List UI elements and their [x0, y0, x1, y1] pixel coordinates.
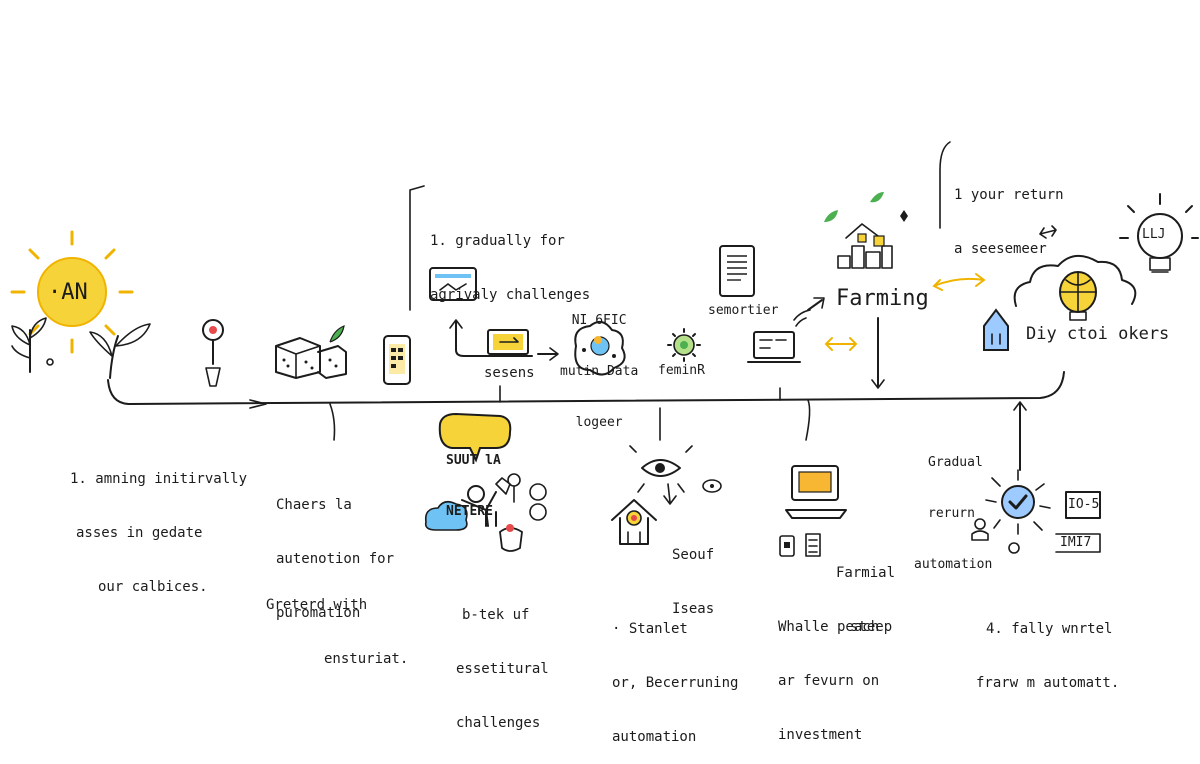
wifi-icon — [793, 309, 811, 327]
badge-box-icon — [1055, 491, 1101, 553]
double-arrow-yellow-icon — [824, 337, 858, 351]
house-sensor-icon — [611, 499, 657, 545]
step-line: Whalle peach — [778, 619, 880, 635]
step-line: ensturiat. — [324, 651, 409, 667]
step-line: Farmial — [836, 565, 896, 581]
step-line: Seouf — [672, 547, 715, 563]
step-line: Iseas — [672, 601, 715, 617]
note-your-return: 1 your return a seesemeer — [954, 150, 1064, 276]
feminr-label: feminR — [658, 363, 705, 378]
bkek-label: b-tek uf essetitural challenges — [456, 570, 549, 750]
logger-line: mutin Data — [560, 364, 639, 379]
bubble-line: SUUT lA — [446, 453, 501, 468]
cloud-bulb-icon — [1013, 255, 1137, 321]
building-icon — [983, 308, 1009, 351]
note-line: 1. gradually for — [430, 233, 565, 249]
laptop-icon — [747, 331, 801, 363]
eye-monitoring-icon — [629, 445, 722, 505]
workers-network-icon — [424, 473, 547, 552]
data-logger-icon — [574, 320, 626, 376]
step-line: challenges — [456, 715, 541, 731]
bulb-label: LLJ — [1142, 227, 1166, 242]
sensor-probe-icon — [202, 319, 224, 387]
step-line: essetitural — [456, 661, 549, 677]
semortier-label: semortier — [708, 303, 779, 318]
speech-bubble-icon — [438, 412, 512, 463]
step-line: our calbices. — [98, 579, 208, 595]
logger-line: logeer — [575, 415, 623, 430]
double-arrow-yellow-right-icon — [932, 273, 986, 291]
step-line: 1. amning initirvally — [70, 471, 248, 487]
automation-check-icon — [985, 469, 1051, 554]
gear-sensor-icon — [667, 328, 701, 362]
badge-bottom-label: IMI7 — [1060, 535, 1092, 550]
gradual-label: Gradual rerurn automation — [914, 420, 992, 590]
note-line: 1 your return — [954, 187, 1064, 203]
greterd-label: Greterd with ensturiat. — [266, 560, 408, 686]
fully-automated-label: 4. fally wnrtel frarw m automatt. — [976, 584, 1119, 710]
arrow-to-farming — [807, 299, 823, 311]
farmial-label: Farmial steep — [836, 528, 895, 654]
step-line: puromation — [276, 605, 361, 621]
whalle-label: Whalle peach ar fevurn on investment — [778, 582, 879, 762]
step-line: 4. fally wnrtel — [986, 621, 1113, 637]
step-line: · Stanlet — [612, 621, 688, 637]
tablet-icon — [719, 245, 755, 297]
step-line: automation — [612, 729, 697, 745]
monitor-icon — [429, 267, 477, 301]
step-1-label: 1. amning initirvally asses in gedate ou… — [70, 434, 247, 614]
worker-icon — [971, 518, 989, 541]
chaers-label: Chaers la autenotion for puromation — [276, 460, 394, 640]
step-line: rerurn — [928, 506, 975, 521]
note-gradually: 1. gradually for agrivaly challenges — [430, 196, 590, 322]
step-line: asses in gedate — [76, 525, 203, 541]
lightbulb-icon — [1119, 193, 1199, 273]
plant-leaf-icon — [89, 323, 151, 379]
plant-sprout-icon — [11, 317, 54, 373]
step-line: frarw m automatt. — [976, 675, 1120, 691]
seouf-label: Seouf Iseas — [672, 510, 714, 636]
step-line: steep — [850, 619, 893, 635]
note-line: agrivaly challenges — [430, 287, 591, 303]
timeline — [107, 371, 1065, 441]
phone-icon — [383, 335, 411, 385]
sun-icon — [10, 230, 134, 354]
crates-icon — [275, 325, 347, 379]
step-line: b-tek uf — [462, 607, 530, 623]
data-logger-label: NI 6FIC mutin Data logeer — [560, 278, 638, 448]
laptop-sensor-icon — [483, 329, 533, 357]
step-line: autenotion for — [276, 551, 395, 567]
step-line: automation — [914, 557, 993, 572]
step-line: or, Becerruning — [612, 675, 739, 691]
up-arrow — [455, 321, 489, 357]
farm-village-icon — [824, 192, 908, 269]
step-line: ar fevurn on — [778, 673, 880, 689]
step-line: Gradual — [928, 455, 983, 470]
bubble-line: NETERE — [446, 504, 493, 519]
logger-line: NI 6FIC — [571, 313, 627, 328]
step-line: investment — [778, 727, 863, 743]
sun-label: ·AN — [48, 280, 88, 305]
note-line: a seesemeer — [954, 241, 1047, 257]
diy-stokers-label: Diy ctoi okers — [1026, 324, 1170, 344]
step-line: Chaers la — [276, 497, 352, 513]
step-line: Greterd with — [266, 597, 368, 613]
stanlet-label: · Stanlet or, Becerruning automation — [612, 584, 738, 764]
badge-top-label: IO-5 — [1068, 497, 1100, 512]
note-bracket — [409, 185, 425, 311]
farming-label: Farming — [836, 286, 929, 311]
note-bracket-right — [939, 141, 951, 229]
sesens-label: sesens — [484, 365, 535, 381]
computer-station-icon — [779, 465, 847, 557]
bubble-label: SUUT lA NETERE — [446, 418, 501, 537]
farming-automation-diagram — [10, 141, 1199, 557]
